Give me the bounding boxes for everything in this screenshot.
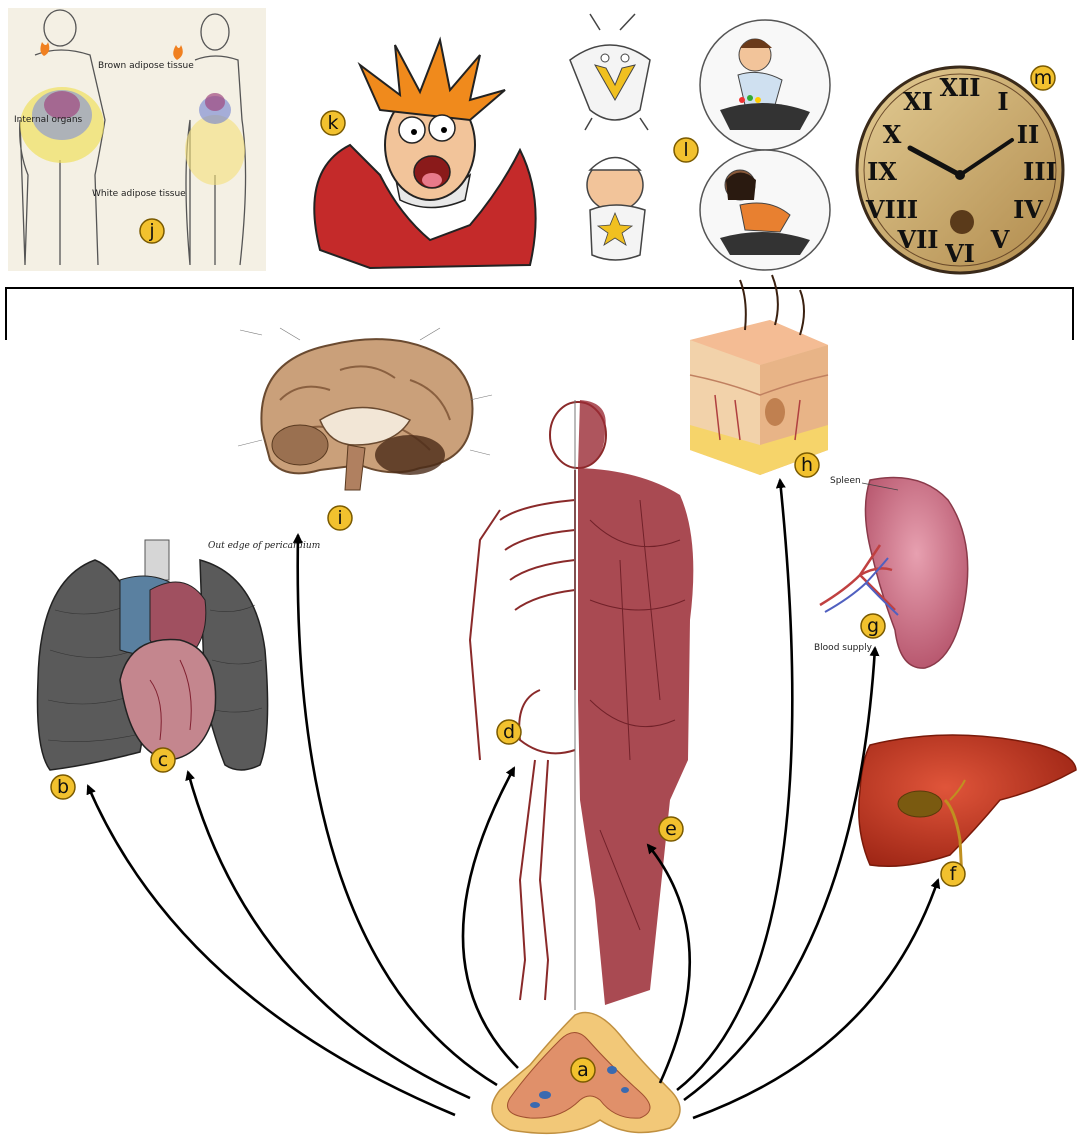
svg-text:VIII: VIII (865, 195, 918, 224)
svg-text:h: h (801, 454, 813, 476)
svg-text:b: b (57, 776, 69, 798)
svg-text:l: l (683, 139, 688, 161)
svg-text:IV: IV (1013, 195, 1043, 224)
arrow-to-b (88, 786, 455, 1115)
liver-image (859, 735, 1076, 880)
svg-text:c: c (158, 749, 168, 771)
arrow-to-h (677, 480, 792, 1090)
arrow-to-f (693, 880, 938, 1118)
svg-text:d: d (503, 721, 515, 743)
label-d: d (497, 720, 521, 744)
white-fat-caption: White adipose tissue (92, 189, 186, 199)
label-l: l (674, 138, 698, 162)
svg-text:g: g (867, 615, 879, 637)
svg-text:IX: IX (867, 157, 897, 186)
brain-image (238, 328, 492, 490)
label-i: i (328, 506, 352, 530)
label-a: a (571, 1058, 595, 1082)
label-k: k (321, 111, 345, 135)
spleen-caption: Spleen (830, 476, 861, 486)
blood-supply-caption: Blood supply (814, 643, 873, 653)
svg-text:m: m (1034, 67, 1053, 89)
label-m: m (1031, 66, 1055, 90)
label-g: g (861, 614, 885, 638)
label-b: b (51, 775, 75, 799)
arrow-to-d (463, 768, 518, 1068)
svg-text:I: I (997, 87, 1008, 116)
svg-text:k: k (327, 112, 338, 134)
svg-text:X: X (883, 120, 902, 149)
label-j: j (140, 219, 164, 243)
pericardium-caption: Out edge of pericardium (208, 541, 320, 551)
internal-organs-caption: Internal organs (14, 115, 83, 125)
svg-text:e: e (665, 818, 677, 840)
svg-text:VI: VI (944, 239, 975, 268)
skeleton-muscle-image (470, 400, 693, 1010)
svg-text:II: II (1017, 120, 1039, 149)
wall-clock-image: XII I II III IV V VI VII VIII IX X XI (857, 67, 1063, 273)
label-e: e (659, 817, 683, 841)
brown-fat-caption: Brown adipose tissue (98, 61, 194, 71)
svg-text:a: a (577, 1059, 589, 1081)
label-c: c (151, 748, 175, 772)
svg-text:XII: XII (939, 73, 980, 102)
cartoon-character-image (314, 40, 535, 268)
fat-distribution-image: Brown adipose tissue Internal organs Whi… (8, 8, 266, 271)
cartoon-group-image (570, 14, 830, 270)
svg-text:III: III (1023, 157, 1057, 186)
svg-text:VII: VII (896, 225, 938, 254)
bracket-line (6, 288, 1073, 340)
svg-text:V: V (990, 225, 1010, 254)
arrow-to-c (188, 772, 470, 1098)
svg-text:j: j (148, 220, 154, 242)
arrow-to-i (298, 535, 497, 1085)
label-h: h (795, 453, 819, 477)
svg-text:XI: XI (903, 87, 933, 116)
label-f: f (941, 862, 965, 886)
heart-lungs-image: Out edge of pericardium (38, 540, 321, 770)
skin-cross-section-image (690, 275, 828, 475)
spleen-image: Spleen Blood supply (814, 476, 968, 668)
svg-text:i: i (337, 507, 342, 529)
